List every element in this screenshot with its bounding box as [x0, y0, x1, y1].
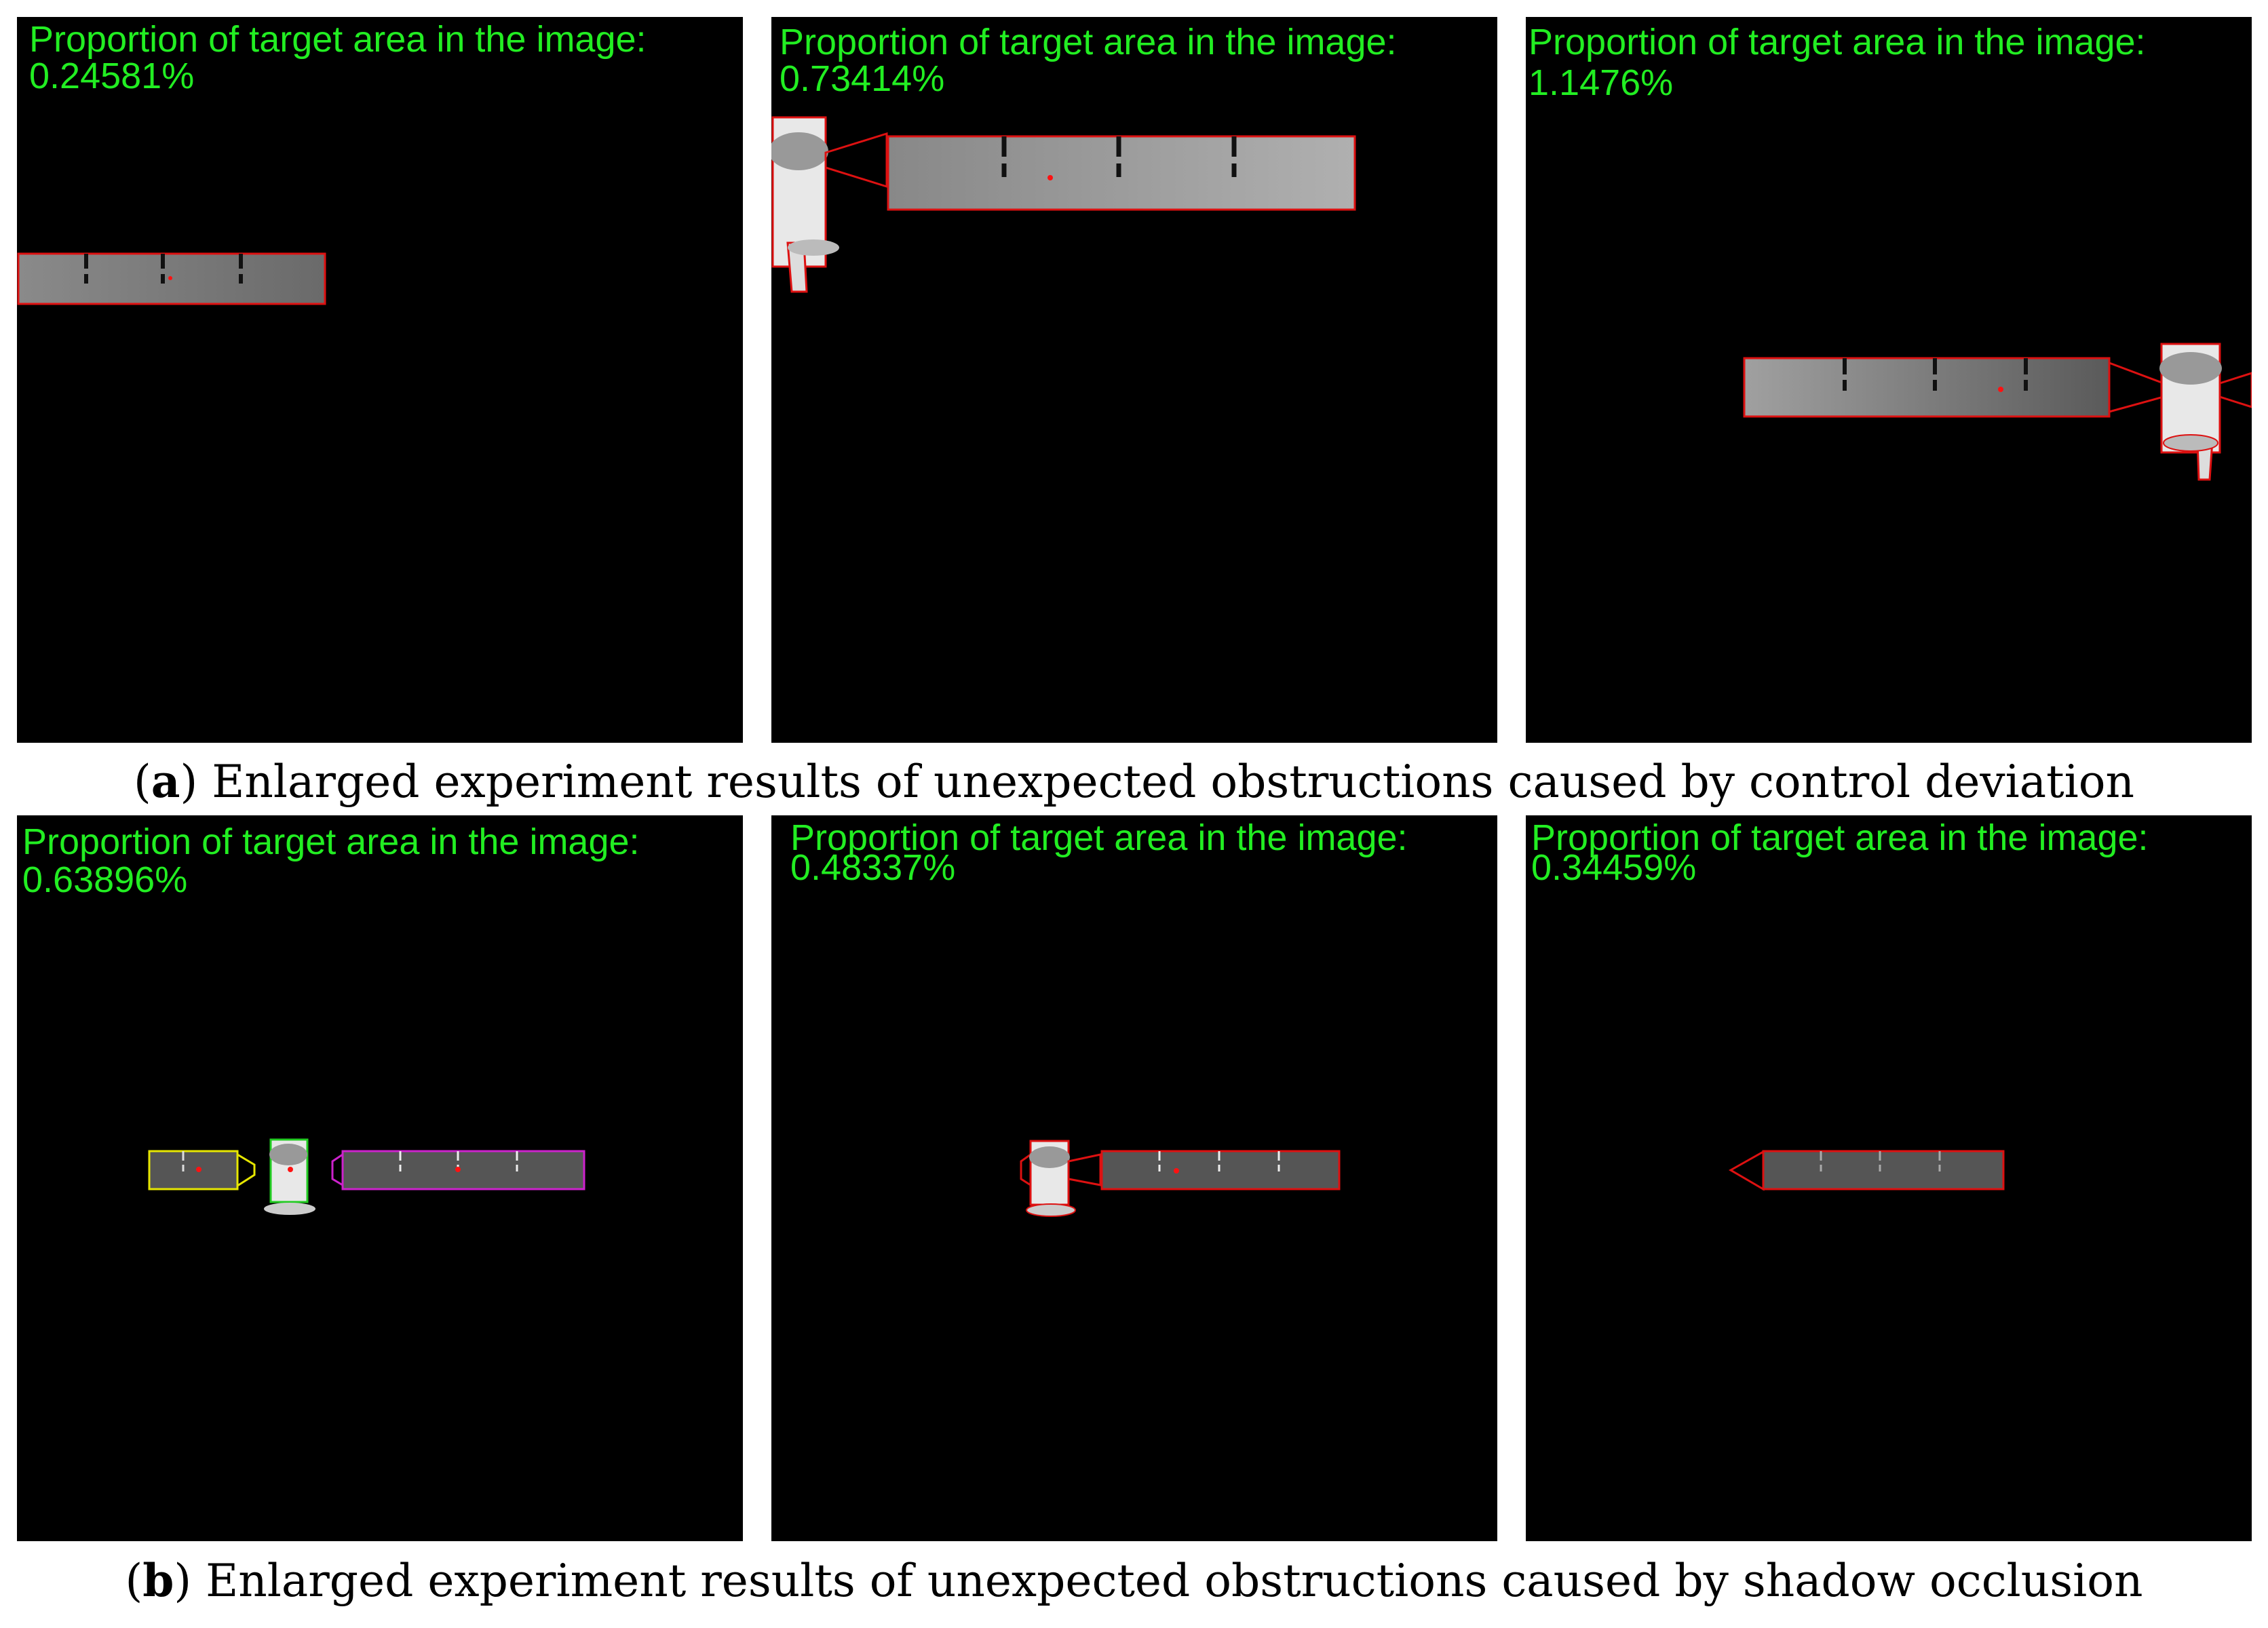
proportion-value: 0.34459%: [1531, 847, 1697, 888]
caption-text: Enlarged experiment results of unexpecte…: [212, 756, 2134, 808]
caption-letter: a: [151, 755, 180, 808]
satellite-image-a2: [771, 116, 1356, 293]
target-outline: [1743, 357, 2111, 418]
caption-a: (a) Enlarged experiment results of unexp…: [134, 755, 2134, 808]
proportion-label: Proportion of target area in the image:: [29, 19, 647, 60]
connector: [824, 132, 888, 189]
satellite-dish: [2159, 352, 2222, 385]
satellite-image-b2: [1020, 1140, 1341, 1217]
satellite-dish: [269, 1144, 307, 1165]
connector: [1728, 1150, 1765, 1191]
centroid-marker: [1174, 1168, 1179, 1174]
connector: [2108, 361, 2165, 413]
centroid-marker: [196, 1167, 201, 1172]
panel-b1: Proportion of target area in the image: …: [17, 815, 743, 1541]
proportion-value: 0.24581%: [29, 56, 195, 96]
target-outline-magenta: [341, 1150, 585, 1190]
proportion-value: 1.1476%: [1529, 62, 1674, 103]
connector: [2218, 372, 2252, 408]
proportion-label: Proportion of target area in the image:: [22, 821, 640, 862]
centroid-marker: [168, 276, 172, 280]
caption-text: Enlarged experiment results of unexpecte…: [206, 1555, 2143, 1607]
centroid-marker: [455, 1167, 461, 1172]
centroid-marker: [288, 1167, 293, 1172]
panel-a3: Proportion of target area in the image: …: [1526, 17, 2252, 743]
connector: [236, 1152, 256, 1188]
proportion-value: 0.63896%: [22, 859, 188, 900]
target-outline: [887, 135, 1356, 211]
panel-b2: Proportion of target area in the image: …: [771, 815, 1497, 1541]
satellite-image-a1: [17, 252, 326, 305]
satellite-dish: [1029, 1146, 1070, 1168]
target-outline-yellow: [148, 1150, 239, 1190]
proportion-value: 0.73414%: [780, 58, 945, 99]
satellite-foot-pad: [264, 1203, 315, 1215]
satellite-image-b3: [1728, 1150, 2005, 1191]
satellite-dish: [771, 132, 828, 170]
satellite-foot-pad: [1026, 1203, 1076, 1217]
satellite-image-b1: [148, 1138, 585, 1215]
panel-a1: Proportion of target area in the image: …: [17, 17, 743, 743]
caption-b: (b) Enlarged experiment results of unexp…: [125, 1554, 2143, 1607]
centroid-marker: [1047, 175, 1053, 180]
satellite-foot-pad: [788, 239, 839, 256]
connector: [1067, 1153, 1102, 1186]
connector: [1020, 1152, 1032, 1187]
panel-a2: Proportion of target area in the image: …: [771, 17, 1497, 743]
proportion-label: Proportion of target area in the image:: [780, 22, 1397, 62]
caption-letter: b: [142, 1554, 174, 1607]
panel-b3: Proportion of target area in the image: …: [1526, 815, 2252, 1541]
proportion-label: Proportion of target area in the image:: [1531, 817, 2149, 858]
satellite-foot-pad: [2163, 434, 2218, 452]
proportion-label: Proportion of target area in the image:: [790, 817, 1408, 858]
proportion-label: Proportion of target area in the image:: [1529, 22, 2146, 62]
connector: [331, 1152, 344, 1187]
target-outline: [1762, 1150, 2005, 1190]
satellite-image-a3: [1743, 343, 2252, 481]
target-outline: [1100, 1150, 1341, 1190]
centroid-marker: [1998, 387, 2003, 392]
proportion-value: 0.48337%: [790, 847, 956, 888]
